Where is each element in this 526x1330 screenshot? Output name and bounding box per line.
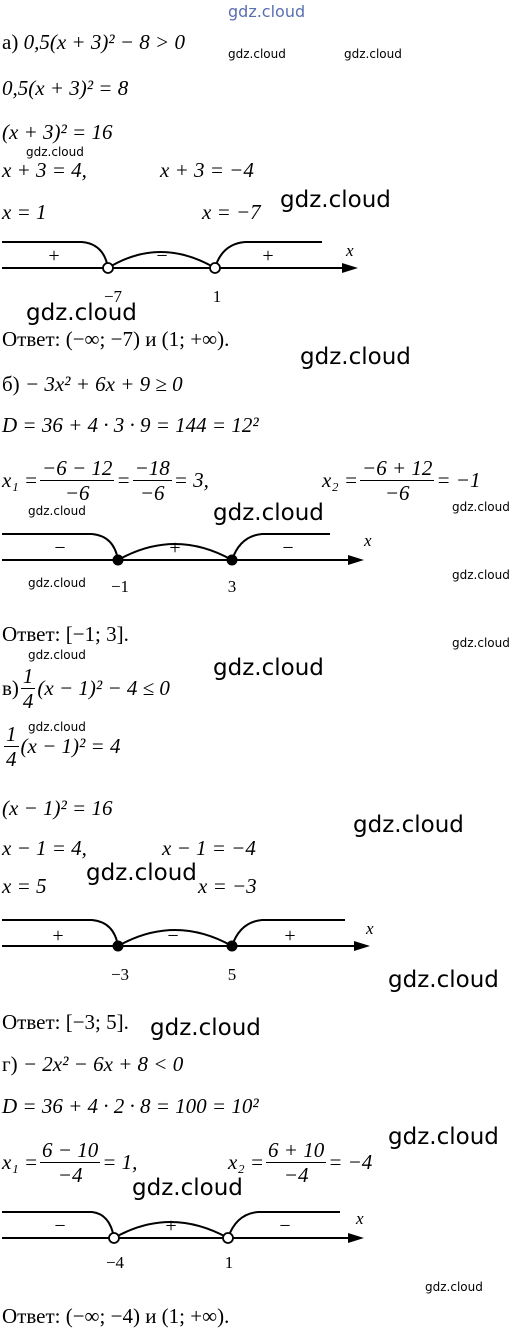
watermark: gdz.cloud (28, 720, 86, 734)
point-d-2 (222, 1232, 234, 1244)
sign-a-1: + (48, 245, 59, 267)
step-a-6: x = −7 (202, 200, 261, 224)
number-line-a: + − + x −7 1 (2, 241, 358, 306)
step-c-2: (x − 1)² = 16 (2, 796, 113, 820)
root-x2-b: x₂ = −6 + 12−6 = −1 (322, 456, 481, 506)
axis-var-a: x (345, 241, 354, 260)
watermark: gdz.cloud (300, 344, 411, 370)
watermark: gdz.cloud (228, 2, 306, 21)
point-c-2 (226, 940, 238, 952)
watermark: gdz.cloud (228, 47, 286, 61)
point-c-1 (112, 940, 124, 952)
watermark: gdz.cloud (280, 187, 391, 213)
step-c-3: x − 1 = 4, (2, 836, 87, 860)
point-a-1 (102, 262, 114, 274)
watermark: gdz.cloud (452, 636, 510, 650)
point-a-2 (209, 262, 221, 274)
label-b-1: −1 (111, 577, 129, 596)
watermark: gdz.cloud (388, 967, 499, 993)
label-d-2: 1 (225, 1253, 234, 1272)
sign-a-2: − (156, 245, 167, 267)
number-line-c: + − + x −3 5 (2, 919, 374, 984)
problem-a: а) 0,5(x + 3)² − 8 > 0 (2, 30, 185, 54)
step-a-1: 0,5(x + 3)² = 8 (2, 76, 129, 100)
watermark: gdz.cloud (26, 300, 137, 326)
sign-d-3: − (279, 1215, 290, 1237)
sign-a-3: + (262, 245, 273, 267)
sign-b-3: − (282, 537, 293, 559)
answer-c: Ответ: [−3; 5]. (2, 1010, 129, 1034)
watermark: gdz.cloud (425, 1280, 483, 1294)
sign-d-1: − (54, 1215, 65, 1237)
answer-b: Ответ: [−1; 3]. (2, 622, 129, 646)
watermark: gdz.cloud (150, 1015, 261, 1041)
root-x1-d: x₁ = 6 − 10−4 = 1, (2, 1138, 138, 1188)
watermark: gdz.cloud (452, 568, 510, 582)
watermark: gdz.cloud (28, 648, 86, 662)
sign-c-1: + (52, 925, 63, 947)
sign-c-3: + (284, 925, 295, 947)
watermark: gdz.cloud (28, 504, 86, 518)
watermark: gdz.cloud (452, 500, 510, 514)
answer-a: Ответ: (−∞; −7) и (1; +∞). (2, 327, 230, 351)
watermark: gdz.cloud (388, 1124, 499, 1150)
label-a-2: 1 (213, 287, 222, 306)
step-a-2: (x + 3)² = 16 (2, 120, 113, 144)
sign-c-2: − (167, 925, 178, 947)
label-d-1: −4 (106, 1253, 125, 1272)
label-a-1: −7 (104, 287, 123, 306)
problem-b: б) − 3x² + 6x + 9 ≥ 0 (2, 372, 183, 396)
discriminant-b: D = 36 + 4 · 3 · 9 = 144 = 12² (2, 413, 259, 437)
axis-var-c: x (365, 919, 374, 938)
label-c-1: −3 (111, 965, 129, 984)
problem-d: г) − 2x² − 6x + 8 < 0 (2, 1052, 184, 1076)
label-c-2: 5 (228, 965, 237, 984)
discriminant-d: D = 36 + 4 · 2 · 8 = 100 = 10² (2, 1094, 259, 1118)
watermark: gdz.cloud (132, 1175, 243, 1201)
number-line-b: − + − x −1 3 (2, 531, 372, 596)
watermark: gdz.cloud (26, 145, 84, 159)
step-a-4: x + 3 = −4 (160, 158, 254, 182)
point-d-1 (108, 1232, 120, 1244)
point-b-1 (112, 554, 124, 566)
number-line-d: − + − x −4 1 (2, 1209, 364, 1272)
point-b-2 (226, 554, 238, 566)
step-c-5: x = 5 (2, 874, 47, 898)
step-c-6: x = −3 (198, 874, 257, 898)
sign-d-2: + (165, 1215, 176, 1237)
step-c-4: x − 1 = −4 (162, 836, 256, 860)
answer-d: Ответ: (−∞; −4) и (1; +∞). (2, 1304, 230, 1328)
step-a-3: x + 3 = 4, (2, 158, 87, 182)
label-b-2: 3 (228, 577, 237, 596)
watermark: gdz.cloud (213, 500, 324, 526)
axis-var-d: x (355, 1209, 364, 1228)
axis-var-b: x (363, 531, 372, 550)
watermark: gdz.cloud (353, 812, 464, 838)
watermark: gdz.cloud (86, 860, 197, 886)
sign-b-2: + (169, 537, 180, 559)
watermark: gdz.cloud (28, 576, 86, 590)
sign-b-1: − (54, 537, 65, 559)
root-x2-d: x₂ = 6 + 10−4 = −4 (228, 1138, 373, 1188)
watermark: gdz.cloud (213, 655, 324, 681)
step-a-5: x = 1 (2, 200, 47, 224)
watermark: gdz.cloud (344, 47, 402, 61)
root-x1-b: x₁ = −6 − 12−6 = −18−6 = 3, (2, 456, 209, 506)
